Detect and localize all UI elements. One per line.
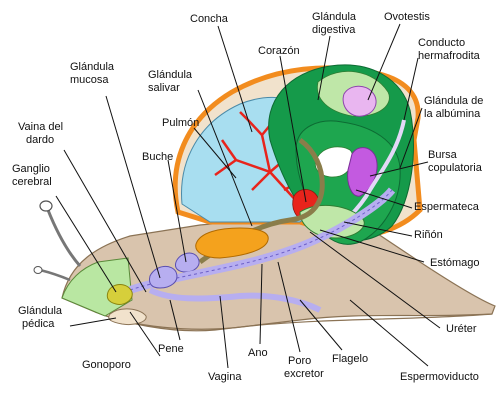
label-espermateca: Espermateca — [414, 201, 480, 213]
label-gonoporo: Gonoporo — [82, 359, 131, 371]
label-glandula-salivar-line1: Glándula — [148, 69, 193, 81]
label-glandula-mucosa-line1: Glándula — [70, 61, 115, 73]
label-vagina: Vagina — [208, 371, 242, 383]
label-buche: Buche — [142, 151, 173, 163]
label-glandula-pedica-line1: Glándula — [18, 305, 63, 317]
label-vaina-line1: Vaina del — [18, 121, 63, 133]
lower-tentacle — [40, 270, 70, 280]
label-conducto-line1: Conducto — [418, 37, 465, 49]
label-glandula-mucosa-line2: mucosa — [70, 74, 109, 86]
lower-tentacle-tip — [34, 267, 42, 274]
label-concha: Concha — [190, 13, 229, 25]
label-glandula-albumina-line2: la albúmina — [424, 108, 481, 120]
label-flagelo: Flagelo — [332, 353, 368, 365]
label-poro-line1: Poro — [288, 355, 311, 367]
label-pulmon: Pulmón — [162, 117, 199, 129]
label-vaina-line2: dardo — [26, 134, 54, 146]
label-conducto-line2: hermafrodita — [418, 50, 481, 62]
label-poro-line2: excretor — [284, 368, 324, 380]
label-ganglio-line2: cerebral — [12, 176, 52, 188]
label-bursa-line2: copulatoria — [428, 162, 483, 174]
upper-tentacle-eye — [40, 201, 52, 211]
label-glandula-salivar-line2: salivar — [148, 82, 180, 94]
ovotestis — [343, 86, 376, 116]
label-ovotestis: Ovotestis — [384, 11, 430, 23]
label-glandula-pedica-line2: pédica — [22, 318, 55, 330]
cerebral-ganglion — [107, 285, 132, 305]
label-espermoviducto: Espermoviducto — [400, 371, 479, 383]
label-bursa-line1: Bursa — [428, 149, 458, 161]
label-ureter: Uréter — [446, 323, 477, 335]
label-ganglio-line1: Ganglio — [12, 163, 50, 175]
label-pene: Pene — [158, 343, 184, 355]
label-glandula-digestiva-line2: digestiva — [312, 24, 356, 36]
label-rinon: Riñón — [414, 229, 443, 241]
pedal-gland — [109, 309, 146, 325]
upper-tentacle — [48, 210, 80, 266]
label-estomago: Estómago — [430, 257, 480, 269]
label-ano: Ano — [248, 347, 268, 359]
label-corazon: Corazón — [258, 45, 300, 57]
label-glandula-albumina-line1: Glándula de — [424, 95, 483, 107]
label-glandula-digestiva-line1: Glándula — [312, 11, 357, 23]
